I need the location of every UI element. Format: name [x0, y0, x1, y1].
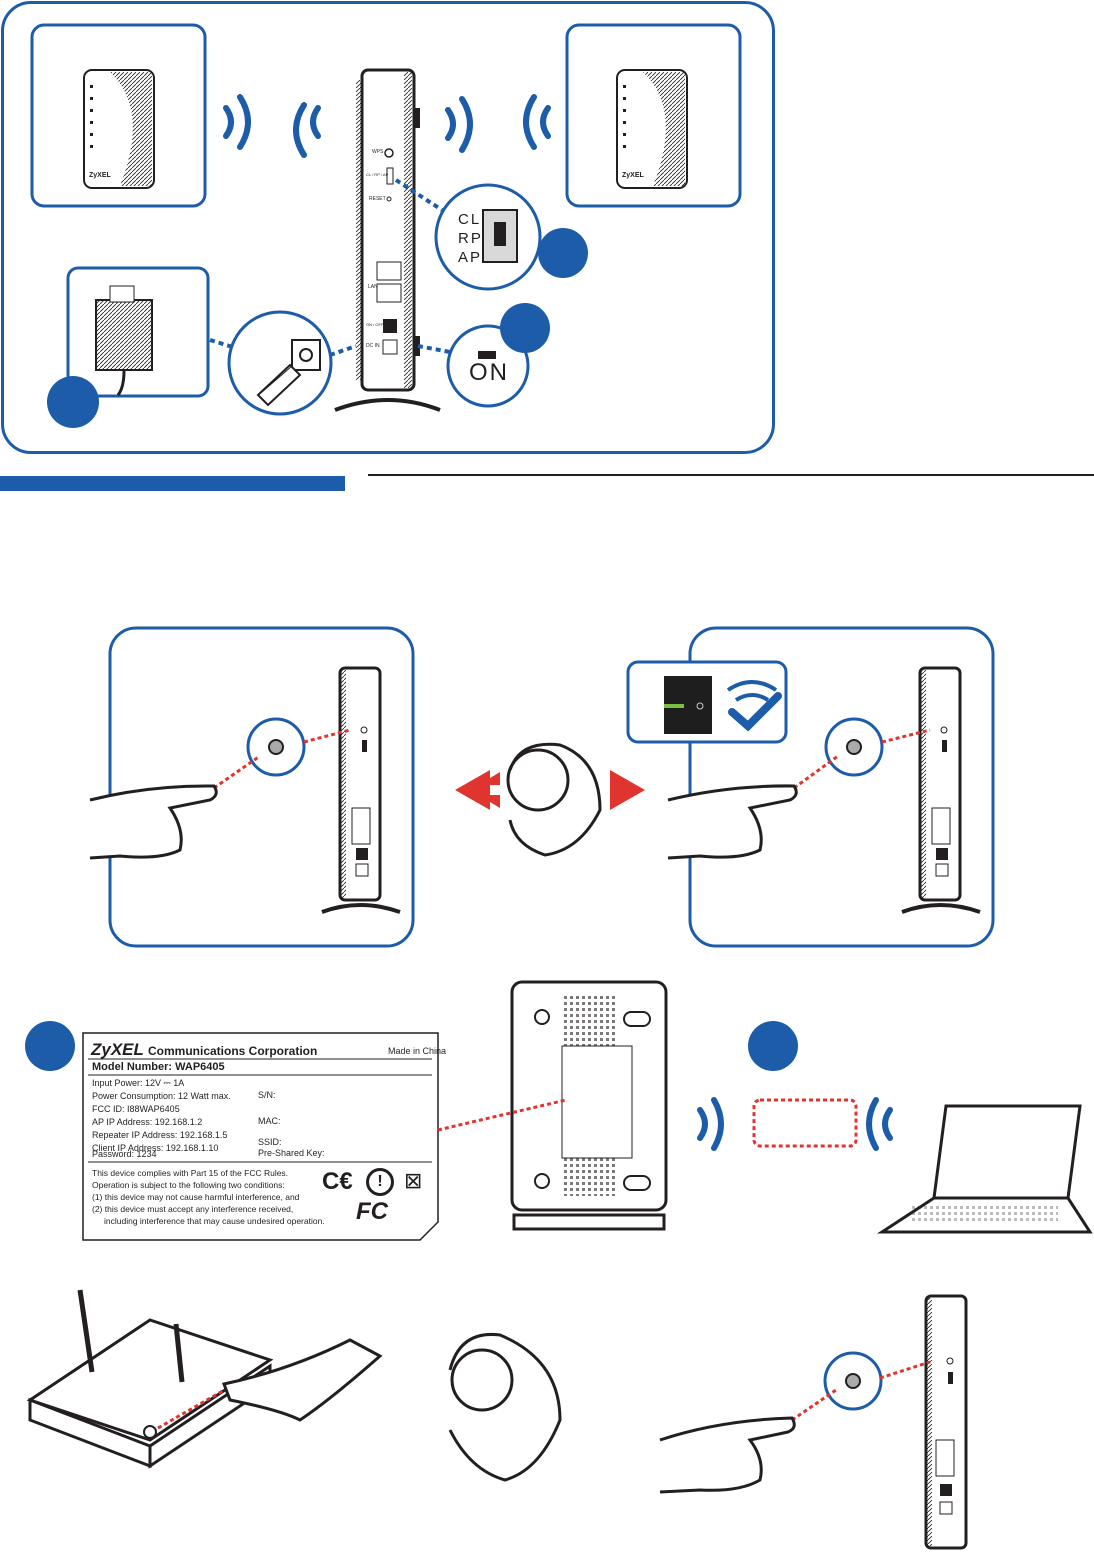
section-bar	[0, 476, 345, 491]
power-adapter-box	[47, 266, 210, 428]
label-fcc-3: (1) this device may not cause harmful in…	[92, 1192, 300, 1202]
label-company: Communications Corporation	[148, 1044, 318, 1058]
label-brand: ZyXEL	[91, 1040, 144, 1059]
wps-press-right	[626, 626, 995, 948]
power-button-callout	[446, 303, 550, 408]
onoff-port-label: ON / OFF	[366, 322, 384, 327]
label-fcc-id: FCC ID: I88WAP6405	[92, 1104, 180, 1114]
setup-panel	[1, 1, 775, 454]
mode-label-ap: AP	[458, 249, 483, 266]
label-model: Model Number: WAP6405	[92, 1061, 225, 1073]
mode-switch-callout	[434, 183, 588, 291]
label-mac: MAC:	[258, 1116, 281, 1126]
mode-labels: CL RP AP	[458, 210, 483, 267]
laptop-connect	[697, 1021, 1093, 1234]
svg-text:ZyXEL: ZyXEL	[89, 172, 112, 179]
power-plug-callout	[227, 310, 333, 416]
label-psk: Pre-Shared Key:	[258, 1148, 325, 1158]
mode-label-rp: RP	[458, 230, 483, 247]
label-fcc-4: (2) this device must accept any interfer…	[92, 1204, 294, 1214]
label-fcc-5: including interference that may cause un…	[104, 1216, 325, 1226]
label-client-ip: Client IP Address: 192.168.1.10	[92, 1143, 219, 1153]
stopwatch-hand	[455, 742, 645, 857]
fcc-logo-icon: FC	[356, 1198, 388, 1225]
label-password: Password: 1234	[92, 1149, 157, 1159]
wps-press-left	[89, 626, 415, 948]
label-repeater-ip: Repeater IP Address: 192.168.1.5	[92, 1130, 228, 1140]
stopwatch-hand-bottom	[448, 1332, 562, 1482]
label-ap-ip: AP IP Address: 192.168.1.2	[92, 1117, 203, 1127]
product-label-plate	[25, 1021, 439, 1241]
router-wps-press	[26, 1289, 383, 1469]
label-ssid: SSID:	[258, 1137, 282, 1147]
router-left-box: ZyXEL	[30, 23, 207, 208]
lan-port-label: LAN	[368, 284, 378, 290]
router-right-box: ZyXEL	[565, 23, 742, 208]
mode-label-cl: CL	[458, 211, 482, 228]
mode-port-label: CL / RP / AP	[366, 172, 389, 177]
wifi-waves-top	[223, 94, 551, 158]
label-input-power: Input Power: 12V ⎓ 1A	[92, 1078, 185, 1088]
label-sn: S/N:	[258, 1090, 276, 1100]
wps-press-bottom	[659, 1294, 968, 1550]
ce-mark-icon: C€	[322, 1168, 353, 1195]
weee-bin-icon: ⊠	[404, 1168, 423, 1193]
reset-port-label: RESET	[369, 196, 386, 202]
dcin-port-label: DC IN	[366, 343, 380, 349]
label-power-consumption: Power Consumption: 12 Watt max.	[92, 1091, 231, 1101]
device-back-view	[437, 980, 668, 1231]
device-front-view	[334, 68, 441, 412]
label-fcc-1: This device complies with Part 15 of the…	[92, 1168, 289, 1178]
alert-mark-icon: !	[366, 1168, 394, 1196]
svg-text:ZyXEL: ZyXEL	[622, 172, 645, 179]
label-origin: Made in China	[388, 1046, 447, 1056]
wps-port-label: WPS	[372, 149, 384, 155]
label-fcc-2: Operation is subject to the following tw…	[92, 1180, 285, 1190]
power-on-label: ON	[469, 359, 509, 386]
